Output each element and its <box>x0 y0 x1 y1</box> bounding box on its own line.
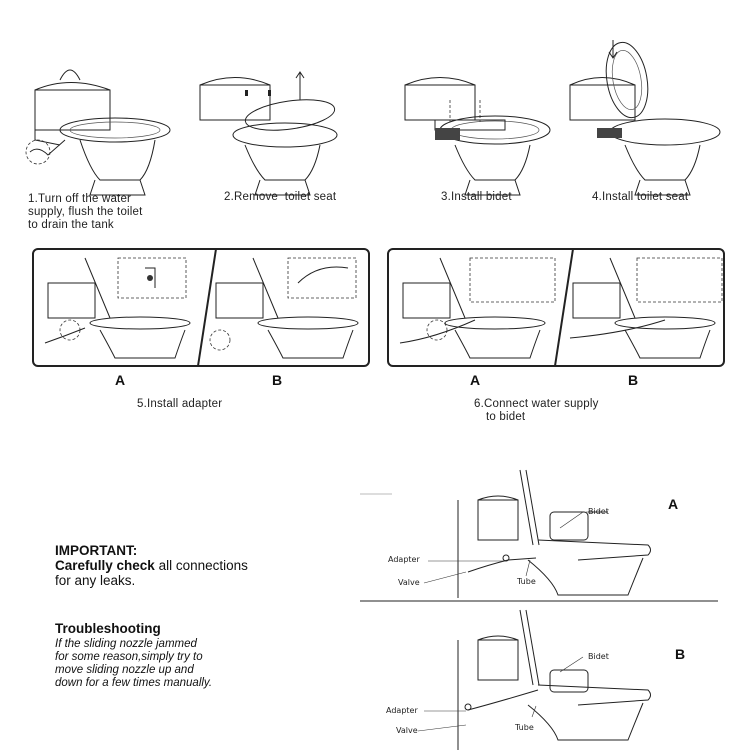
troubleshooting-line: move sliding nozzle up and <box>55 664 194 676</box>
troubleshooting-line: for some reason,simply try to <box>55 651 203 663</box>
diagram-b-valve-label: Valve <box>396 726 418 735</box>
troubleshooting-line: If the sliding nozzle jammed <box>55 638 197 650</box>
toilet-icon <box>199 71 338 196</box>
toilet-icon <box>404 77 551 196</box>
toilet-icon <box>25 69 171 196</box>
toilet-icon <box>569 40 721 196</box>
troubleshooting-line: down for a few times manually. <box>55 677 213 689</box>
diagram-a-bidet-label: Bidet <box>588 507 609 516</box>
important-emphasis: Carefully check <box>55 558 155 573</box>
diagram-a-valve-label: Valve <box>398 578 420 587</box>
step6-panel-a-letter: A <box>470 372 481 388</box>
step3-caption: 3.Install bidet <box>441 191 512 203</box>
troubleshooting-block: Troubleshooting If the sliding nozzle ja… <box>55 621 212 690</box>
important-block: IMPORTANT: Carefully check all connectio… <box>55 543 248 588</box>
step6-caption: 6.Connect water supply to bidet <box>474 398 599 423</box>
diagram-a <box>457 469 651 598</box>
diagram-b-adapter-label: Adapter <box>386 706 418 715</box>
step5-panel-b-letter: B <box>272 372 283 388</box>
diagram-a-adapter-label: Adapter <box>388 555 420 564</box>
step1-caption: 1.Turn off the water supply, flush the t… <box>28 193 143 231</box>
diagram-a-letter: A <box>668 496 679 512</box>
diagram-b-tube-label: Tube <box>515 723 534 732</box>
troubleshooting-title: Troubleshooting <box>55 621 161 636</box>
step5-caption: 5.Install adapter <box>137 398 223 410</box>
step2-caption: 2.Remove toilet seat <box>224 191 337 203</box>
step4-caption: 4.Install toilet seat <box>592 191 689 203</box>
important-title: IMPORTANT: <box>55 543 138 558</box>
diagram-b <box>457 609 651 750</box>
diagram-b-bidet-label: Bidet <box>588 652 609 661</box>
step5-panel-a-letter: A <box>115 372 126 388</box>
important-text: all connections <box>154 558 248 573</box>
important-text-line2: for any leaks. <box>55 573 136 588</box>
diagram-a-tube-label: Tube <box>517 577 536 586</box>
step6-panel-b-letter: B <box>628 372 639 388</box>
diagram-b-letter: B <box>675 646 686 662</box>
